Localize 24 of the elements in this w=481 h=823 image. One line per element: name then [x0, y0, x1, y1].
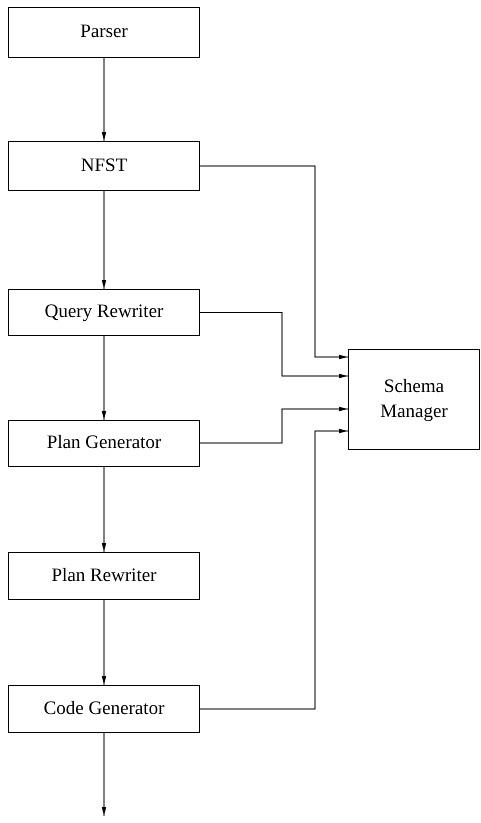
arrow	[102, 336, 106, 420]
arrow	[102, 732, 106, 816]
arrow	[200, 428, 348, 710]
process-box	[8, 420, 200, 467]
arrow	[102, 600, 106, 686]
arrow	[102, 58, 106, 142]
process-box	[8, 289, 200, 336]
box-label: Plan Generator	[46, 431, 162, 456]
box-label: Parser	[80, 20, 128, 44]
box-label: Code Generator	[44, 696, 164, 721]
box-label: Schema Manager	[379, 374, 449, 424]
box-label: NFST	[80, 154, 128, 178]
arrow	[200, 166, 348, 360]
component-box	[348, 349, 480, 450]
process-box	[8, 552, 200, 600]
process-box	[8, 685, 200, 733]
process-box	[8, 7, 200, 58]
process-box	[8, 141, 200, 191]
arrow	[200, 312, 348, 378]
box-label: Query Rewriter	[44, 300, 164, 324]
arrow	[102, 466, 106, 552]
arrow	[102, 190, 106, 290]
box-label: Plan Rewriter	[51, 564, 156, 588]
arrow	[200, 406, 348, 444]
